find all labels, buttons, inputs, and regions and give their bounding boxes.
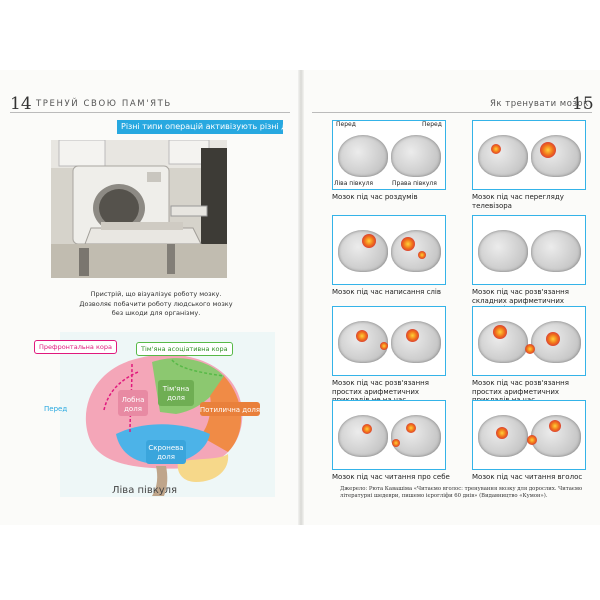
left-hemisphere-scan [478,135,528,177]
activation-spot [527,434,538,445]
activation-spot [495,426,508,439]
book-gutter [298,70,304,525]
right-hemisphere-scan [531,230,581,272]
activation-spot [406,328,420,342]
activation-spot [391,439,400,447]
right-hemisphere-scan [391,135,441,177]
right-hemisphere-scan [391,415,441,457]
right-page-number: 15 [572,94,594,114]
left-running-header: ТРЕНУЙ СВОЮ ПАМ'ЯТЬ [36,99,172,109]
activation-spot [545,331,560,346]
activation-spot [405,422,416,433]
front-direction-label: Перед [44,405,68,413]
parietal-lobe-label: Тім'яна [162,385,190,393]
left-hemisphere-scan [338,321,388,363]
brain-scan-image [472,306,586,376]
prefrontal-cortex-label: Префронтальна кора [34,340,117,354]
brain-lobes-illustration: Лобна доля Тім'яна доля Потилична доля С… [60,332,275,497]
frontal-label-box [118,390,148,416]
frontal-lobe-label: Лобна [122,396,145,404]
photo-caption: Пристрій, що візуалізує роботу мозку. До… [56,290,256,319]
photo-caption-line: Пристрій, що візуалізує роботу мозку. [90,290,222,298]
scan-caption: Мозок під час перегляду телевізора [472,193,564,210]
parietal-lobe-label: доля [167,394,185,402]
activation-spot [525,344,535,354]
right-hemisphere-label: Права півкуля [392,180,437,187]
activation-spot [401,237,416,251]
photo-caption-line: Дозволяє побачити роботу людського мозку [79,299,233,308]
parietal-assoc-cortex-label: Тім'яна асоціативна кора [136,342,233,356]
right-hemisphere-scan [391,321,441,363]
scan-caption: Мозок під час читання про себе [332,473,450,481]
right-running-header: Як тренувати мозок [490,99,589,109]
front-label-left: Перед [336,121,356,128]
photo-caption-line: без шкоди для організму. [111,309,201,317]
left-hemisphere-label: Ліва півкуля [334,180,374,187]
brain-scan-image [472,215,586,285]
front-label-right: Перед [422,121,442,128]
activation-spot [549,419,562,432]
occipital-lobe-label: Потилична доля [200,406,260,414]
activation-spot [380,341,389,350]
right-hemisphere-scan [391,230,441,272]
temporal-lobe-label: Скронева [148,444,183,452]
occipital-label-box [200,402,260,416]
activation-spot [540,142,557,159]
brain-scan-image [472,120,586,190]
left-hemisphere-scan [338,135,388,177]
left-header-rule [10,112,290,113]
mri-machine-photo [51,140,227,278]
section-title: Різні типи операцій активізують різні ді… [117,120,283,134]
brain-scan-image [332,306,446,376]
temporal-lobe-label: доля [157,453,175,461]
brain-scan-image [472,400,586,470]
brain-scan-image [332,215,446,285]
diagram-title: Ліва півкуля [112,485,178,496]
brain-lobes-diagram: Лобна доля Тім'яна доля Потилична доля С… [60,330,275,500]
left-hemisphere-scan [338,415,388,457]
activation-spot [355,330,368,343]
scan-caption: Мозок під час роздумів [332,193,418,201]
activation-spot [362,233,377,248]
left-page-number: 14 [10,94,32,114]
temporal-label-box [146,440,186,464]
activation-spot [493,324,508,339]
brain-scan-image [332,400,446,470]
right-header-rule [312,112,592,113]
parietal-label-box [158,380,194,406]
frontal-lobe-label: доля [124,405,142,413]
brain-scan-image [332,120,446,190]
activation-spot [417,250,426,259]
scan-caption: Мозок під час читання вголос [472,473,583,481]
right-hemisphere-scan [531,135,581,177]
source-note: Джерело: Рюта Кавашіма «Читаємо вголос: … [340,486,583,500]
mri-machine-illustration [51,140,227,278]
left-hemisphere-scan [478,230,528,272]
scan-caption: Мозок під час написання слів [332,288,441,296]
activation-spot [362,424,373,434]
activation-spot [490,144,501,154]
